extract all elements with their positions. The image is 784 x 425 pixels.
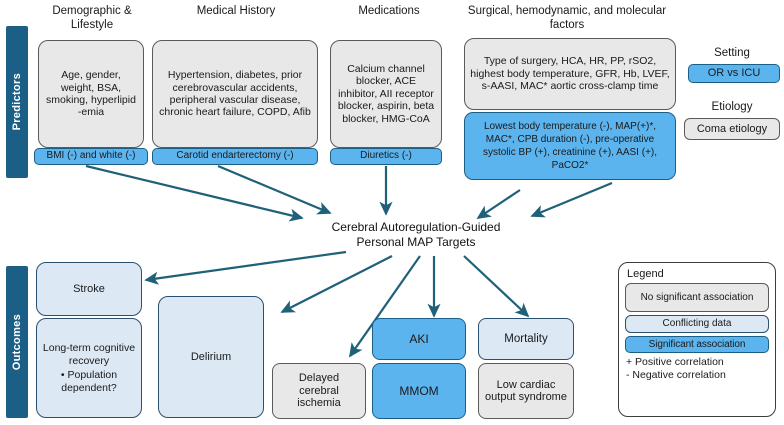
arrow-center-to-stroke bbox=[144, 250, 347, 285]
outcome-long-term-label: Long-term cognitive recovery bbox=[42, 341, 136, 367]
legend-title: Legend bbox=[627, 268, 664, 280]
predictor-surgical-no-association[interactable]: Type of surgery, HCA, HR, PP, rSO2, high… bbox=[464, 38, 676, 110]
legend: Legend No significant association Confli… bbox=[618, 262, 776, 417]
outcome-mmom[interactable]: MMOM bbox=[372, 363, 466, 419]
center-node-line2: Personal MAP Targets bbox=[356, 235, 476, 249]
band-predictors-label: Predictors bbox=[11, 73, 23, 131]
outcome-low-cardiac-output-syndrome[interactable]: Low cardiac output syndrome bbox=[478, 363, 574, 419]
legend-note-positive: + Positive correlation bbox=[626, 356, 724, 368]
outcome-delayed-cerebral-ischemia[interactable]: Delayed cerebral ischemia bbox=[272, 363, 366, 419]
predictor-etiology-no-association[interactable]: Coma etiology bbox=[684, 118, 780, 140]
legend-note-negative: - Negative correlation bbox=[626, 369, 726, 381]
arrow-demographic-to-center bbox=[85, 164, 304, 222]
arrow-etiology-to-center bbox=[530, 181, 613, 218]
center-node-line1: Cerebral Autoregulation-Guided bbox=[331, 220, 501, 234]
outcome-delirium[interactable]: Delirium bbox=[158, 296, 264, 418]
predictor-setting-significant[interactable]: OR vs ICU bbox=[688, 64, 780, 83]
arrow-center-to-mortality bbox=[463, 255, 530, 318]
column-header-medications: Medications bbox=[358, 5, 420, 17]
band-outcomes-label: Outcomes bbox=[11, 313, 23, 371]
predictor-medications-significant[interactable]: Diuretics (-) bbox=[330, 148, 442, 165]
outcome-mortality[interactable]: Mortality bbox=[478, 318, 574, 360]
center-node: Cerebral Autoregulation-Guided Personal … bbox=[296, 220, 536, 250]
legend-item-no-association: No significant association bbox=[625, 283, 769, 312]
band-predictors: Predictors bbox=[6, 26, 28, 178]
predictor-demographic-no-association[interactable]: Age, gender, weight, BSA, smoking, hyper… bbox=[38, 40, 144, 148]
outcome-stroke[interactable]: Stroke bbox=[36, 262, 142, 316]
column-header-etiology: Etiology bbox=[711, 101, 753, 113]
predictor-surgical-significant[interactable]: Lowest body temperature (-), MAP(+)*, MA… bbox=[464, 112, 676, 180]
predictor-medical-history-no-association[interactable]: Hypertension, diabetes, prior cerebrovas… bbox=[152, 40, 318, 148]
outcome-long-term-bullet: • Population dependent? bbox=[60, 368, 118, 394]
predictor-medical-history-significant[interactable]: Carotid endarterectomy (-) bbox=[152, 148, 318, 165]
predictor-medications-no-association[interactable]: Calcium channel blocker, ACE inhibitor, … bbox=[330, 40, 442, 148]
column-header-setting: Setting bbox=[714, 47, 750, 59]
legend-item-significant-association: Significant association bbox=[625, 335, 769, 353]
column-header-demographic: Demographic & Lifestyle bbox=[52, 5, 132, 31]
arrow-surgical-to-center bbox=[476, 189, 521, 219]
outcome-aki[interactable]: AKI bbox=[372, 318, 466, 360]
column-header-medical-history: Medical History bbox=[196, 5, 276, 17]
legend-item-conflicting-data: Conflicting data bbox=[625, 315, 769, 333]
arrow-center-to-delirium bbox=[280, 255, 393, 313]
column-header-surgical: Surgical, hemodynamic, and molecular fac… bbox=[467, 5, 667, 31]
band-outcomes: Outcomes bbox=[6, 266, 28, 418]
arrow-medical-history-to-center bbox=[217, 164, 332, 215]
predictor-demographic-significant[interactable]: BMI (-) and white (-) bbox=[34, 148, 148, 165]
outcome-long-term-cognitive-recovery[interactable]: Long-term cognitive recovery • Populatio… bbox=[36, 318, 142, 418]
